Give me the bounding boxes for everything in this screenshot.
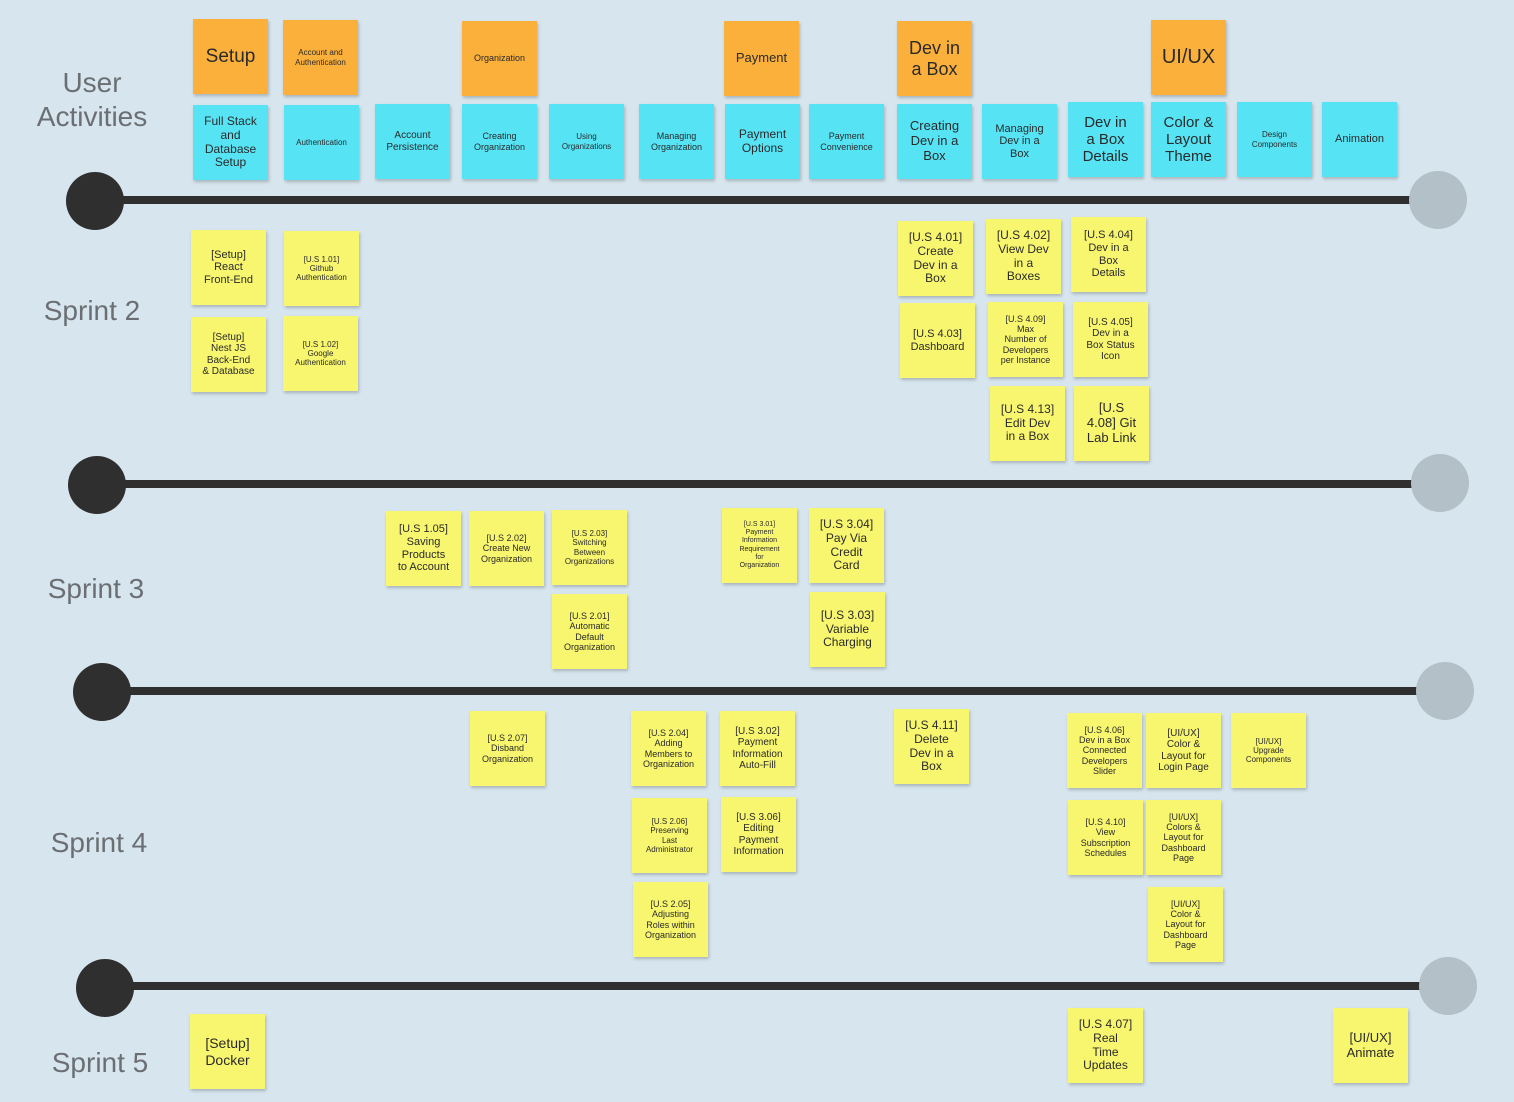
story-note[interactable]: [U.S 4.02] View Dev in a Boxes	[986, 219, 1061, 294]
task-note[interactable]: Using Organizations	[549, 104, 624, 179]
story-note[interactable]: [UI/UX] Animate	[1333, 1008, 1408, 1083]
story-note[interactable]: [U.S 4.11] Delete Dev in a Box	[894, 709, 969, 784]
story-note[interactable]: [U.S 4.01] Create Dev in a Box	[898, 221, 973, 296]
story-note[interactable]: [U.S 2.03] Switching Between Organizatio…	[552, 510, 627, 585]
story-note[interactable]: [U.S 3.01] Payment Information Requireme…	[722, 508, 797, 583]
task-note[interactable]: Full Stack and Database Setup	[193, 105, 268, 180]
activity-note[interactable]: Dev in a Box	[897, 21, 972, 96]
story-note[interactable]: [U.S 4.10] View Subscription Schedules	[1068, 800, 1143, 875]
activity-note[interactable]: UI/UX	[1151, 20, 1226, 95]
story-note[interactable]: [U.S 2.04] Adding Members to Organizatio…	[631, 711, 706, 786]
row-label-user-activities: User Activities	[36, 67, 148, 133]
story-note[interactable]: [U.S 3.03] Variable Charging	[810, 592, 885, 667]
row-label-sprint-5: Sprint 5	[51, 1047, 149, 1078]
timeline-end-marker	[1409, 171, 1467, 229]
task-note[interactable]: Managing Dev in a Box	[982, 104, 1057, 179]
row-label-sprint-4: Sprint 4	[50, 827, 148, 858]
timeline-start-marker	[68, 456, 126, 514]
story-note[interactable]: [UI/UX] Color & Layout for Login Page	[1146, 713, 1221, 788]
story-note[interactable]: [U.S 2.02] Create New Organization	[469, 511, 544, 586]
story-note[interactable]: [U.S 2.06] Preserving Last Administrator	[632, 798, 707, 873]
task-note[interactable]: Payment Options	[725, 104, 800, 179]
story-note[interactable]: [U.S 4.07] Real Time Updates	[1068, 1008, 1143, 1083]
story-note[interactable]: [U.S 1.01] Github Authentication	[284, 231, 359, 306]
story-note[interactable]: [Setup] Nest JS Back-End & Database	[191, 317, 266, 392]
activity-note[interactable]: Payment	[724, 21, 799, 96]
row-label-sprint-3: Sprint 3	[47, 573, 145, 604]
timeline-bar	[95, 196, 1438, 204]
row-label-sprint-2: Sprint 2	[43, 295, 141, 326]
task-note[interactable]: Creating Dev in a Box	[897, 104, 972, 179]
timeline-start-marker	[73, 663, 131, 721]
story-note[interactable]: [U.S 4.08] Git Lab Link	[1074, 386, 1149, 461]
story-note[interactable]: [U.S 3.04] Pay Via Credit Card	[809, 508, 884, 583]
timeline-bar	[101, 687, 1444, 695]
timeline-start-marker	[66, 172, 124, 230]
story-note[interactable]: [U.S 2.05] Adjusting Roles within Organi…	[633, 882, 708, 957]
task-note[interactable]: Authentication	[284, 105, 359, 180]
story-note[interactable]: [UI/UX] Upgrade Components	[1231, 713, 1306, 788]
timeline-bar	[97, 480, 1440, 488]
activity-note[interactable]: Account and Authentication	[283, 20, 358, 95]
activity-note[interactable]: Organization	[462, 21, 537, 96]
story-note[interactable]: [U.S 4.04] Dev in a Box Details	[1071, 217, 1146, 292]
task-note[interactable]: Creating Organization	[462, 104, 537, 179]
task-note[interactable]: Dev in a Box Details	[1068, 102, 1143, 177]
timeline-start-marker	[76, 959, 134, 1017]
story-note[interactable]: [UI/UX] Colors & Layout for Dashboard Pa…	[1146, 800, 1221, 875]
story-note[interactable]: [U.S 4.05] Dev in a Box Status Icon	[1073, 302, 1148, 377]
task-note[interactable]: Animation	[1322, 102, 1397, 177]
task-note[interactable]: Payment Convenience	[809, 104, 884, 179]
story-note[interactable]: [U.S 4.06] Dev in a Box Connected Develo…	[1067, 713, 1142, 788]
timeline-end-marker	[1411, 454, 1469, 512]
story-note[interactable]: [U.S 2.07] Disband Organization	[470, 711, 545, 786]
story-note[interactable]: [U.S 3.02] Payment Information Auto-Fill	[720, 711, 795, 786]
story-note[interactable]: [U.S 1.02] Google Authentication	[283, 316, 358, 391]
task-note[interactable]: Design Components	[1237, 102, 1312, 177]
story-note[interactable]: [UI/UX] Color & Layout for Dashboard Pag…	[1148, 887, 1223, 962]
task-note[interactable]: Account Persistence	[375, 104, 450, 179]
story-note[interactable]: [U.S 4.09] Max Number of Developers per …	[988, 302, 1063, 377]
story-note[interactable]: [Setup] React Front-End	[191, 230, 266, 305]
task-note[interactable]: Color & Layout Theme	[1151, 102, 1226, 177]
activity-note[interactable]: Setup	[193, 19, 268, 94]
story-note[interactable]: [U.S 1.05] Saving Products to Account	[386, 511, 461, 586]
timeline-end-marker	[1419, 957, 1477, 1015]
timeline-bar	[105, 982, 1448, 990]
story-note[interactable]: [Setup] Docker	[190, 1014, 265, 1089]
story-note[interactable]: [U.S 2.01] Automatic Default Organizatio…	[552, 594, 627, 669]
story-note[interactable]: [U.S 4.03] Dashboard	[900, 303, 975, 378]
story-note[interactable]: [U.S 3.06] Editing Payment Information	[721, 797, 796, 872]
task-note[interactable]: Managing Organization	[639, 104, 714, 179]
story-note[interactable]: [U.S 4.13] Edit Dev in a Box	[990, 386, 1065, 461]
timeline-end-marker	[1416, 662, 1474, 720]
